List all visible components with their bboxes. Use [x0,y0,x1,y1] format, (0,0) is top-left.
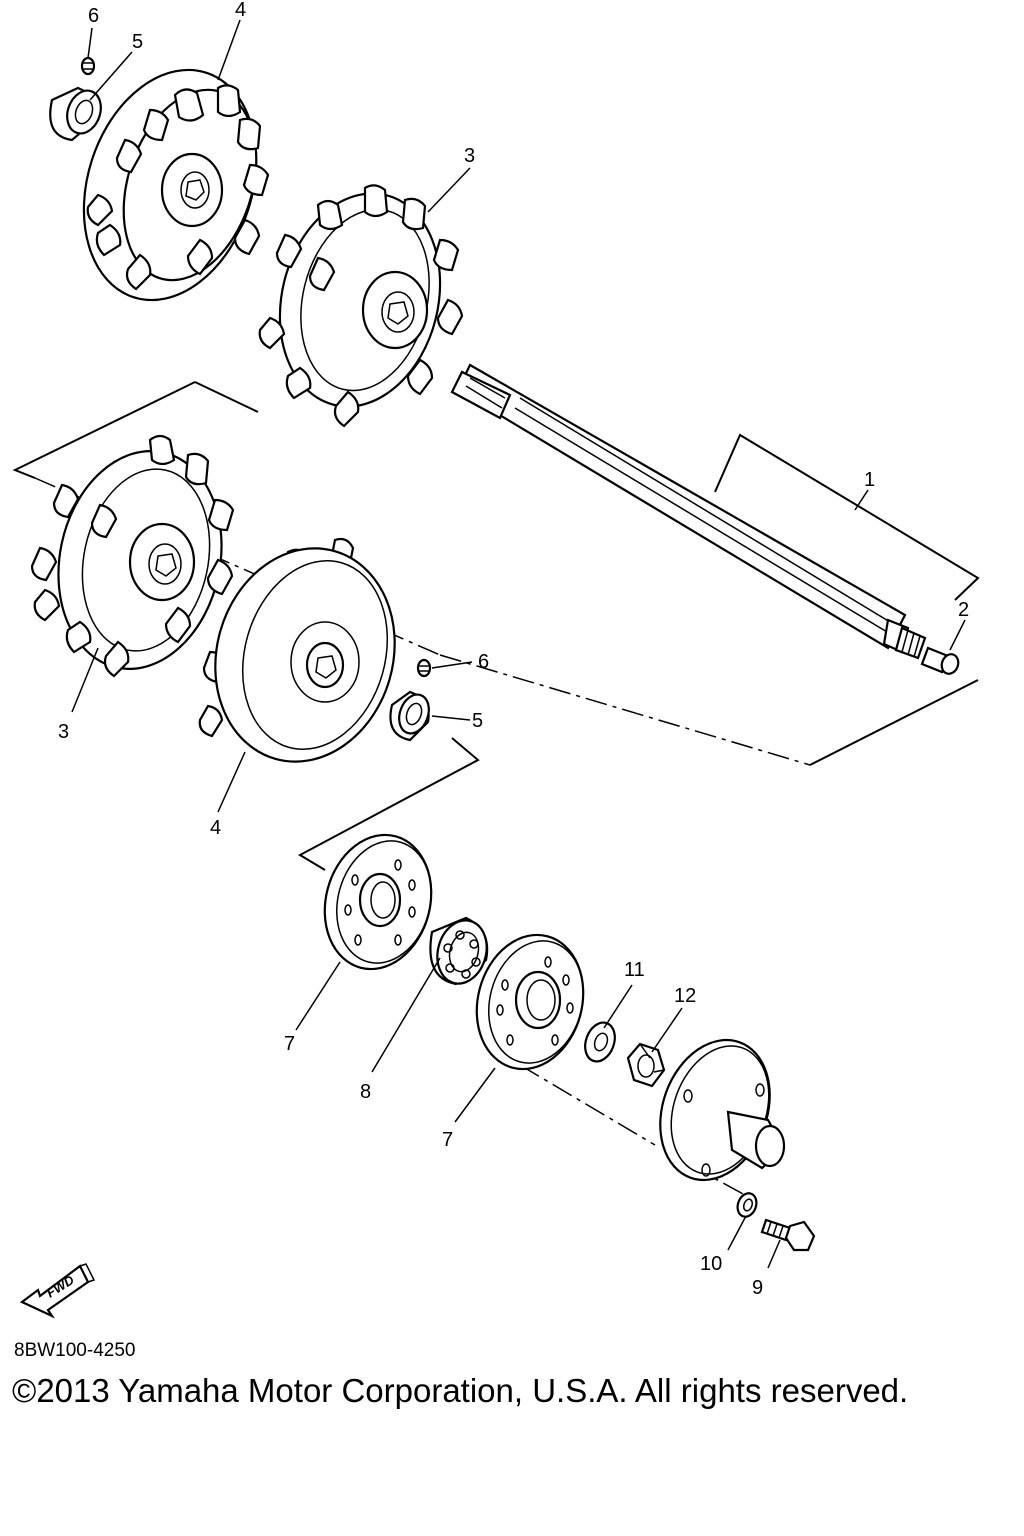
nut-part-12 [626,1042,666,1088]
assembly-lines [12,381,980,1196]
sprocket-teeth-3-bottom [30,434,235,678]
leader-lines [71,19,966,1269]
bearing-plate-part-7-left [323,833,433,971]
callout-5-top: 5 [132,31,143,53]
callout-5-middle: 5 [472,710,483,732]
callout-3-bottom: 3 [58,721,69,743]
callout-10: 10 [700,1253,722,1275]
callout-4-bottom: 4 [210,817,221,839]
callout-11: 11 [624,959,645,981]
bolt-part-9 [760,1218,816,1252]
bearing-plate-part-7-right [475,933,585,1071]
hub-flange [659,1038,786,1182]
bearing-part-8 [429,916,489,986]
set-screw-part-6-middle [416,658,432,678]
shaft-bracket [714,433,980,601]
callout-2: 2 [958,599,969,621]
sprocket-teeth-3-top [258,184,464,428]
washer-part-11 [584,1021,616,1063]
sprocket-part-3-top [258,184,464,428]
collar-part-5-top [49,86,102,142]
collar-part-5-middle [389,690,430,742]
callout-labels: 6 5 4 3 1 2 6 5 3 4 7 8 7 11 12 10 9 [58,0,969,1299]
sprocket-teeth-top [86,84,270,291]
set-screw-part-6-top [80,56,96,76]
shaft-part-1 [450,363,927,660]
callout-7-right: 7 [442,1129,453,1151]
callout-1: 1 [864,469,875,491]
copyright-notice: ©2013 Yamaha Motor Corporation, U.S.A. A… [12,1372,909,1409]
shaft-thread [894,626,927,660]
sprocket-wheel-part-4-bottom [198,537,396,763]
callout-12: 12 [674,985,696,1007]
sprocket-part-3-bottom [30,434,235,678]
diagram-code: 8BW100-4250 [14,1340,136,1361]
callout-7-left: 7 [284,1033,295,1055]
callout-4-top: 4 [235,0,246,21]
callout-8: 8 [360,1081,371,1103]
callout-6-top: 6 [88,5,99,27]
callout-9: 9 [752,1277,763,1299]
callout-6-middle: 6 [478,651,489,673]
lock-washer-part-10 [736,1192,758,1218]
callout-3-top: 3 [464,145,475,167]
sprocket-wheel-part-4-top [82,68,270,302]
fwd-arrow-icon: FWD [19,1263,96,1319]
plug-part-2 [920,646,960,675]
